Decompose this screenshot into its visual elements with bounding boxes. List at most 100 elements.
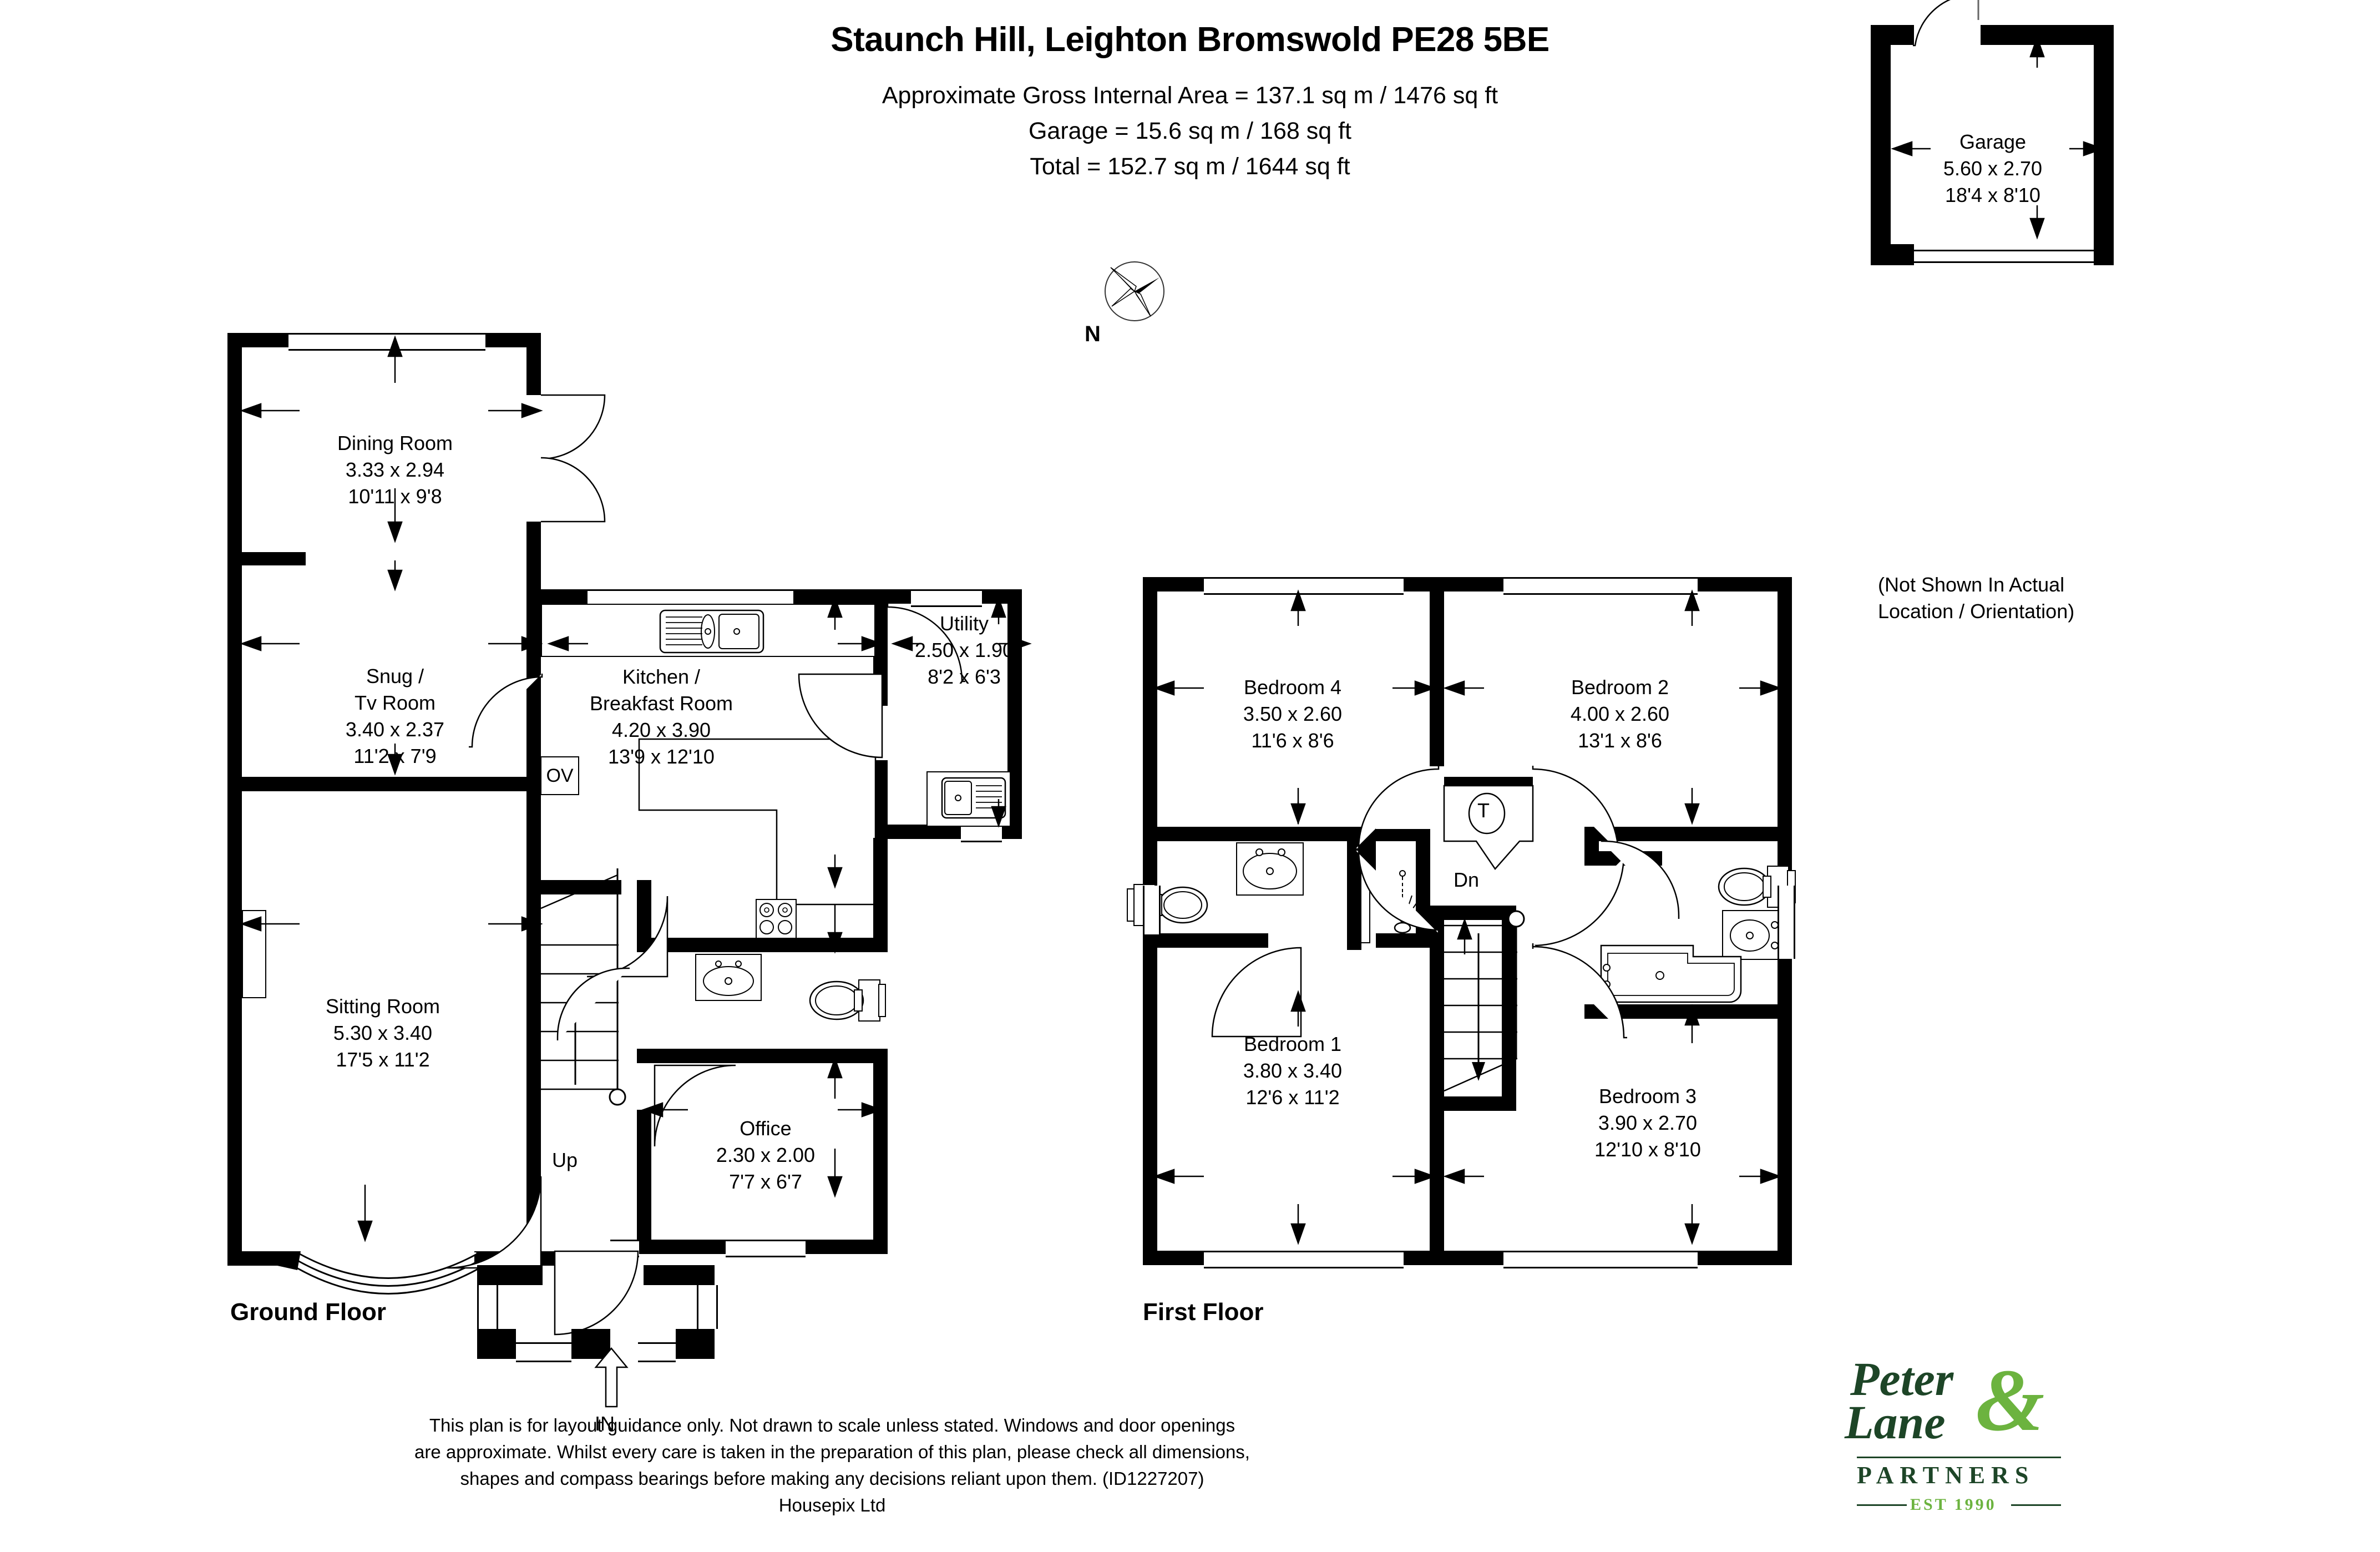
door-swing — [1355, 849, 1440, 933]
door-swing — [554, 1250, 639, 1336]
room-name: Dining Room — [337, 432, 453, 454]
wall — [1157, 933, 1172, 948]
room-label-bedroom-3: Bedroom 3 3.90 x 2.70 12'10 x 8'10 — [1594, 1083, 1701, 1163]
room-metric: 3.90 x 2.70 — [1598, 1111, 1698, 1134]
room-label-office: Office 2.30 x 2.00 7'7 x 6'7 — [716, 1115, 815, 1195]
window — [1143, 886, 1161, 934]
window — [477, 1285, 498, 1329]
room-name: Bedroom 4 — [1243, 676, 1342, 699]
room-label-sitting-room: Sitting Room 5.30 x 3.40 17'5 x 11'2 — [326, 993, 440, 1073]
entrance-label: IN — [595, 1412, 615, 1435]
room-name: Utility — [939, 612, 989, 635]
disclaimer-line-1: This plan is for layout guidance only. N… — [429, 1415, 1235, 1435]
window — [516, 1342, 571, 1362]
wall — [227, 777, 541, 791]
door-swing — [1532, 766, 1622, 856]
window — [638, 1342, 676, 1362]
tank-label: T — [1477, 799, 1490, 822]
logo-line-est: EST 1990 — [1910, 1495, 1997, 1514]
logo-divider — [1857, 1457, 2061, 1458]
wall — [1143, 577, 1204, 592]
wc-toilet-icon — [809, 979, 886, 1022]
ground-floor-plan: OV — [0, 0, 1032, 1435]
logo-divider-right — [2011, 1504, 2061, 1506]
room-name: Sitting Room — [325, 995, 440, 1018]
wall — [1871, 244, 1914, 265]
wall — [1157, 827, 1361, 841]
window — [697, 1285, 718, 1329]
garage-door — [1914, 250, 2094, 263]
wall — [227, 333, 288, 347]
room-metric: 5.30 x 3.40 — [333, 1022, 433, 1044]
wall — [873, 1049, 888, 1254]
room-imperial: 12'6 x 11'2 — [1245, 1086, 1340, 1109]
area-line-garage: Garage = 15.6 sq m / 168 sq ft — [1028, 118, 1352, 144]
door-swing — [1211, 947, 1302, 1038]
room-name-2: Breakfast Room — [589, 692, 733, 715]
window — [726, 1240, 806, 1257]
door-swing — [1532, 853, 1627, 949]
disclaimer-line-2: are approximate. Whilst every care is ta… — [414, 1442, 1250, 1462]
door-swing — [1355, 766, 1440, 850]
wall — [1584, 827, 1599, 851]
wall — [541, 880, 621, 894]
room-metric: 3.33 x 2.94 — [345, 458, 445, 481]
kitchen-sink-icon — [659, 609, 764, 654]
dimension-arrows — [240, 335, 1032, 1242]
wall — [1430, 906, 1444, 1265]
wall — [888, 825, 961, 839]
stairs-down-label: Dn — [1454, 868, 1480, 891]
room-imperial: 7'7 x 6'7 — [729, 1170, 802, 1193]
room-label-kitchen-breakfast-room: Kitchen / Breakfast Room 4.20 x 3.90 13'… — [590, 664, 733, 770]
room-label-snug-tv-room: Snug / Tv Room 3.40 x 2.37 11'2 x 7'9 — [346, 663, 444, 770]
room-name: Garage — [1959, 130, 2027, 153]
room-label-bedroom-2: Bedroom 2 4.00 x 2.60 13'1 x 8'6 — [1571, 674, 1669, 754]
window — [1204, 577, 1404, 595]
wall — [1157, 933, 1268, 948]
bay-window — [277, 1251, 499, 1295]
area-line-total: Total = 152.7 sq m / 1644 sq ft — [1030, 153, 1350, 180]
wall — [526, 602, 541, 1265]
wall — [651, 938, 888, 952]
floor-label-ground: Ground Floor — [230, 1298, 387, 1326]
area-line-gross: Approximate Gross Internal Area = 137.1 … — [882, 82, 1498, 109]
wall — [1584, 827, 1792, 841]
compass-north-label: N — [1085, 322, 1101, 346]
room-name: Bedroom 1 — [1243, 1033, 1342, 1055]
entrance-arrow-icon — [594, 1347, 629, 1408]
room-name: Office — [740, 1117, 792, 1140]
compass-rose-icon — [1105, 261, 1164, 321]
room-label-bedroom-1: Bedroom 1 3.80 x 3.40 12'6 x 11'2 — [1243, 1031, 1342, 1111]
disclaimer: This plan is for layout guidance only. N… — [0, 1412, 1664, 1519]
wall — [1698, 577, 1792, 592]
room-imperial: 8'2 x 6'3 — [928, 665, 1001, 688]
company-logo: Peter Lane & PARTNERS EST 1990 — [1845, 1346, 2078, 1523]
wall — [1361, 829, 1428, 841]
room-name: Bedroom 3 — [1598, 1085, 1697, 1108]
logo-line-peter: Peter — [1850, 1352, 1954, 1406]
room-imperial: 18'4 x 8'10 — [1945, 184, 2040, 206]
room-label-garage: Garage 5.60 x 2.70 18'4 x 8'10 — [1943, 129, 2042, 209]
room-metric: 3.80 x 3.40 — [1243, 1059, 1343, 1082]
wall — [477, 1329, 516, 1359]
room-name: Bedroom 2 — [1571, 676, 1669, 699]
room-imperial: 12'10 x 8'10 — [1594, 1138, 1701, 1161]
wall — [2094, 25, 2114, 265]
wall — [676, 1329, 715, 1359]
room-metric: 4.00 x 2.60 — [1570, 702, 1670, 725]
room-metric: 2.50 x 1.90 — [914, 639, 1014, 661]
window — [1778, 886, 1795, 959]
wall — [873, 838, 888, 952]
window — [1503, 1251, 1698, 1268]
room-imperial: 11'6 x 8'6 — [1251, 729, 1334, 752]
oven-label: OV — [540, 756, 579, 795]
room-label-utility: Utility 2.50 x 1.90 8'2 x 6'3 — [915, 610, 1014, 690]
window — [1204, 1251, 1404, 1268]
wall — [526, 333, 541, 395]
room-metric: 5.60 x 2.70 — [1943, 157, 2043, 180]
wall — [1698, 1251, 1792, 1265]
area-summary: Approximate Gross Internal Area = 137.1 … — [0, 78, 2380, 184]
room-metric: 2.30 x 2.00 — [716, 1144, 816, 1166]
wall — [526, 589, 588, 604]
wall — [888, 589, 911, 604]
